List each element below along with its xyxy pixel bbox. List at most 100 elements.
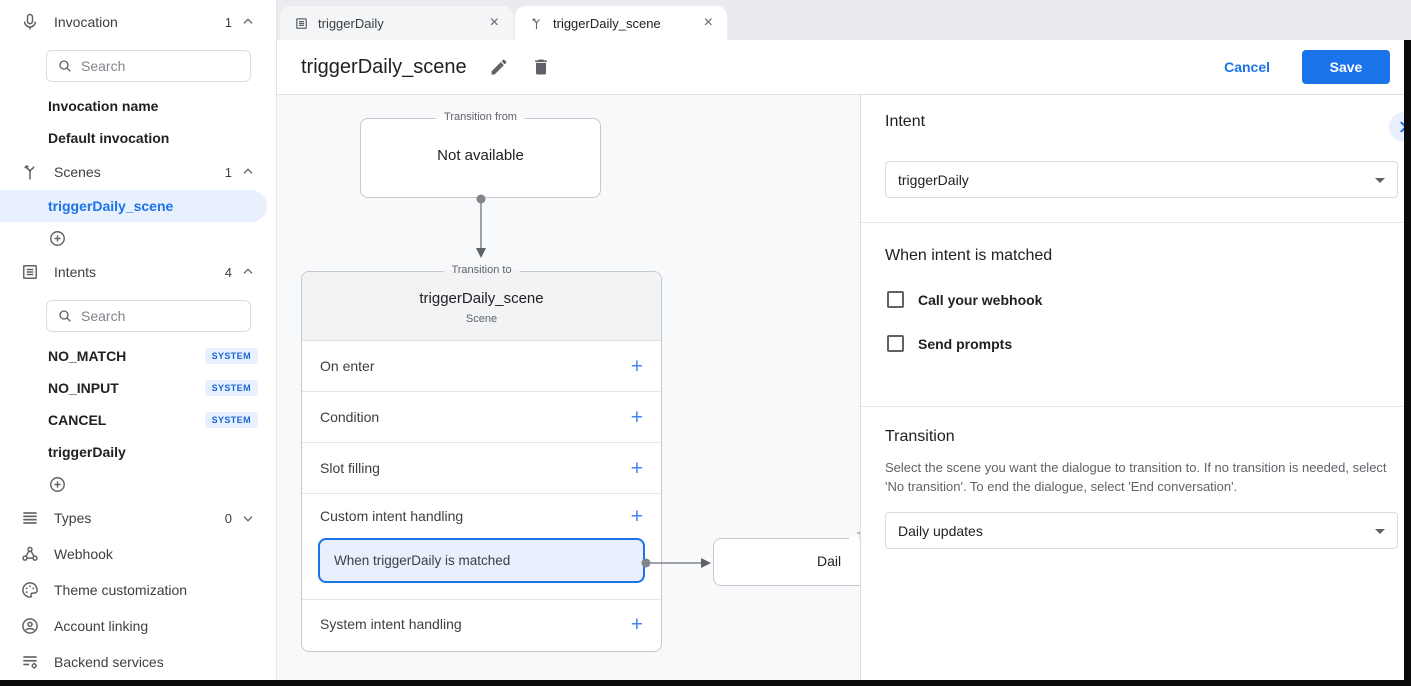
checkbox-label: Send prompts <box>918 335 1013 352</box>
transition-from-box: Transition from Not available <box>360 111 601 198</box>
call-webhook-checkbox-row[interactable]: Call your webhook <box>887 291 1042 308</box>
close-icon[interactable]: × <box>703 14 713 31</box>
intent-label: CANCEL <box>48 412 107 428</box>
sidebar-item-intents[interactable]: Intents 4 <box>0 254 276 290</box>
tab-bar: triggerDaily × triggerDaily_scene × <box>277 0 1411 40</box>
system-badge: SYSTEM <box>204 348 258 364</box>
scene-graph-canvas: Transition from Not available Transition… <box>277 95 860 680</box>
sidebar-item-account-linking[interactable]: Account linking <box>0 608 276 644</box>
page-title: triggerDaily_scene <box>301 55 467 78</box>
sidebar-label: Invocation <box>54 14 118 30</box>
handler-label: When triggerDaily is matched <box>334 553 511 568</box>
intents-search[interactable] <box>46 300 251 332</box>
dropdown-caret-icon <box>1375 178 1385 183</box>
custom-intent-handling-label-row[interactable]: Custom intent handling + <box>302 494 661 538</box>
transition-select[interactable]: Daily updates <box>885 512 1398 549</box>
types-count: 0 <box>224 510 232 526</box>
scene-row-system-intent-handling[interactable]: System intent handling + <box>302 599 661 648</box>
handler-when-triggerdaily-matched[interactable]: When triggerDaily is matched <box>318 538 645 583</box>
sidebar-item-no-match[interactable]: NO_MATCH SYSTEM <box>0 340 276 372</box>
invocation-search[interactable] <box>46 50 251 82</box>
intents-search-input[interactable] <box>81 308 231 324</box>
sidebar: Invocation 1 Invocation name Default inv… <box>0 0 277 680</box>
chevron-up-icon[interactable] <box>240 164 256 180</box>
add-on-enter-button[interactable]: + <box>630 354 643 378</box>
transition-description: Select the scene you want the dialogue t… <box>885 460 1387 494</box>
when-matched-heading: When intent is matched <box>885 247 1053 264</box>
tab-label: triggerDaily_scene <box>553 15 661 31</box>
sidebar-item-triggerdaily-intent[interactable]: triggerDaily <box>0 436 276 468</box>
plus-circle-icon <box>50 230 65 246</box>
sidebar-label: Types <box>54 510 92 526</box>
transition-from-value: Not available <box>437 147 524 164</box>
sidebar-label: Webhook <box>54 546 113 562</box>
system-badge: SYSTEM <box>204 380 258 396</box>
intent-label: NO_MATCH <box>48 348 127 364</box>
sidebar-item-webhook[interactable]: Webhook <box>0 536 276 572</box>
checkbox-unchecked-icon[interactable] <box>887 291 904 308</box>
add-scene-button[interactable] <box>0 222 276 254</box>
scene-row-slot-filling[interactable]: Slot filling + <box>302 442 661 493</box>
intents-count: 4 <box>224 264 232 280</box>
screen-edge <box>1404 55 1411 680</box>
tab-label: triggerDaily <box>318 15 384 31</box>
divider <box>861 406 1404 407</box>
intent-select[interactable]: triggerDaily <box>885 161 1398 198</box>
microphone-icon <box>20 12 40 32</box>
add-custom-intent-button[interactable]: + <box>630 504 643 528</box>
sidebar-item-no-input[interactable]: NO_INPUT SYSTEM <box>0 372 276 404</box>
add-slot-filling-button[interactable]: + <box>630 456 643 480</box>
row-label: Custom intent handling <box>320 508 464 524</box>
intent-label: NO_INPUT <box>48 380 119 396</box>
webhook-icon <box>20 544 40 564</box>
scene-row-on-enter[interactable]: On enter + <box>302 340 661 391</box>
chevron-up-icon[interactable] <box>240 14 256 30</box>
sidebar-item-cancel-intent[interactable]: CANCEL SYSTEM <box>0 404 276 436</box>
invocation-search-input[interactable] <box>81 58 231 74</box>
sidebar-item-types[interactable]: Types 0 <box>0 500 276 536</box>
delete-trash-icon[interactable] <box>531 57 551 77</box>
tab-triggerdaily[interactable]: triggerDaily × <box>280 6 513 40</box>
tab-triggerdaily-scene[interactable]: triggerDaily_scene × <box>515 6 727 40</box>
chevron-up-icon[interactable] <box>240 264 256 280</box>
intent-heading: Intent <box>885 113 926 130</box>
search-icon <box>59 60 71 72</box>
scene-header: triggerDaily_scene Cancel Save <box>277 40 1404 95</box>
add-intent-button[interactable] <box>0 468 276 500</box>
box-legend: Transition from <box>436 111 525 123</box>
scene-row-condition[interactable]: Condition + <box>302 391 661 442</box>
transition-target-node[interactable]: Tr Dail <box>713 531 860 586</box>
document-lines-icon <box>20 262 40 282</box>
row-label: Slot filling <box>320 460 380 476</box>
add-system-intent-button[interactable]: + <box>630 612 643 636</box>
checkbox-label: Call your webhook <box>918 291 1043 308</box>
connector-down-arrow <box>476 194 486 258</box>
checkbox-unchecked-icon[interactable] <box>887 335 904 352</box>
sidebar-item-default-invocation[interactable]: Default invocation <box>48 130 170 146</box>
close-icon[interactable]: × <box>489 14 499 31</box>
sidebar-label: Backend services <box>54 654 164 670</box>
scene-node-subtitle: Scene <box>465 313 498 325</box>
save-button[interactable]: Save <box>1302 50 1390 84</box>
services-gear-icon <box>20 652 40 672</box>
send-prompts-checkbox-row[interactable]: Send prompts <box>887 335 1012 352</box>
sidebar-item-scenes[interactable]: Scenes 1 <box>0 154 276 190</box>
add-condition-button[interactable]: + <box>630 405 643 429</box>
intent-select-value: triggerDaily <box>898 171 969 188</box>
invocation-count: 1 <box>224 14 232 30</box>
cancel-button[interactable]: Cancel <box>1224 59 1270 75</box>
system-badge: SYSTEM <box>204 412 258 428</box>
sidebar-item-invocation[interactable]: Invocation 1 <box>0 4 276 40</box>
sidebar-item-backend-services[interactable]: Backend services <box>0 644 276 680</box>
sidebar-item-invocation-name[interactable]: Invocation name <box>48 98 159 114</box>
chevron-down-icon[interactable] <box>240 510 256 526</box>
screen-edge <box>0 680 1411 686</box>
document-lines-icon <box>294 16 309 31</box>
sidebar-item-theme-customization[interactable]: Theme customization <box>0 572 276 608</box>
scene-node: Transition to triggerDaily_scene Scene O… <box>301 264 662 652</box>
edit-pencil-icon[interactable] <box>489 57 509 77</box>
transition-heading: Transition <box>885 428 955 445</box>
sidebar-item-triggerdaily-scene[interactable]: triggerDaily_scene <box>0 190 267 222</box>
scene-fork-icon <box>20 162 40 182</box>
